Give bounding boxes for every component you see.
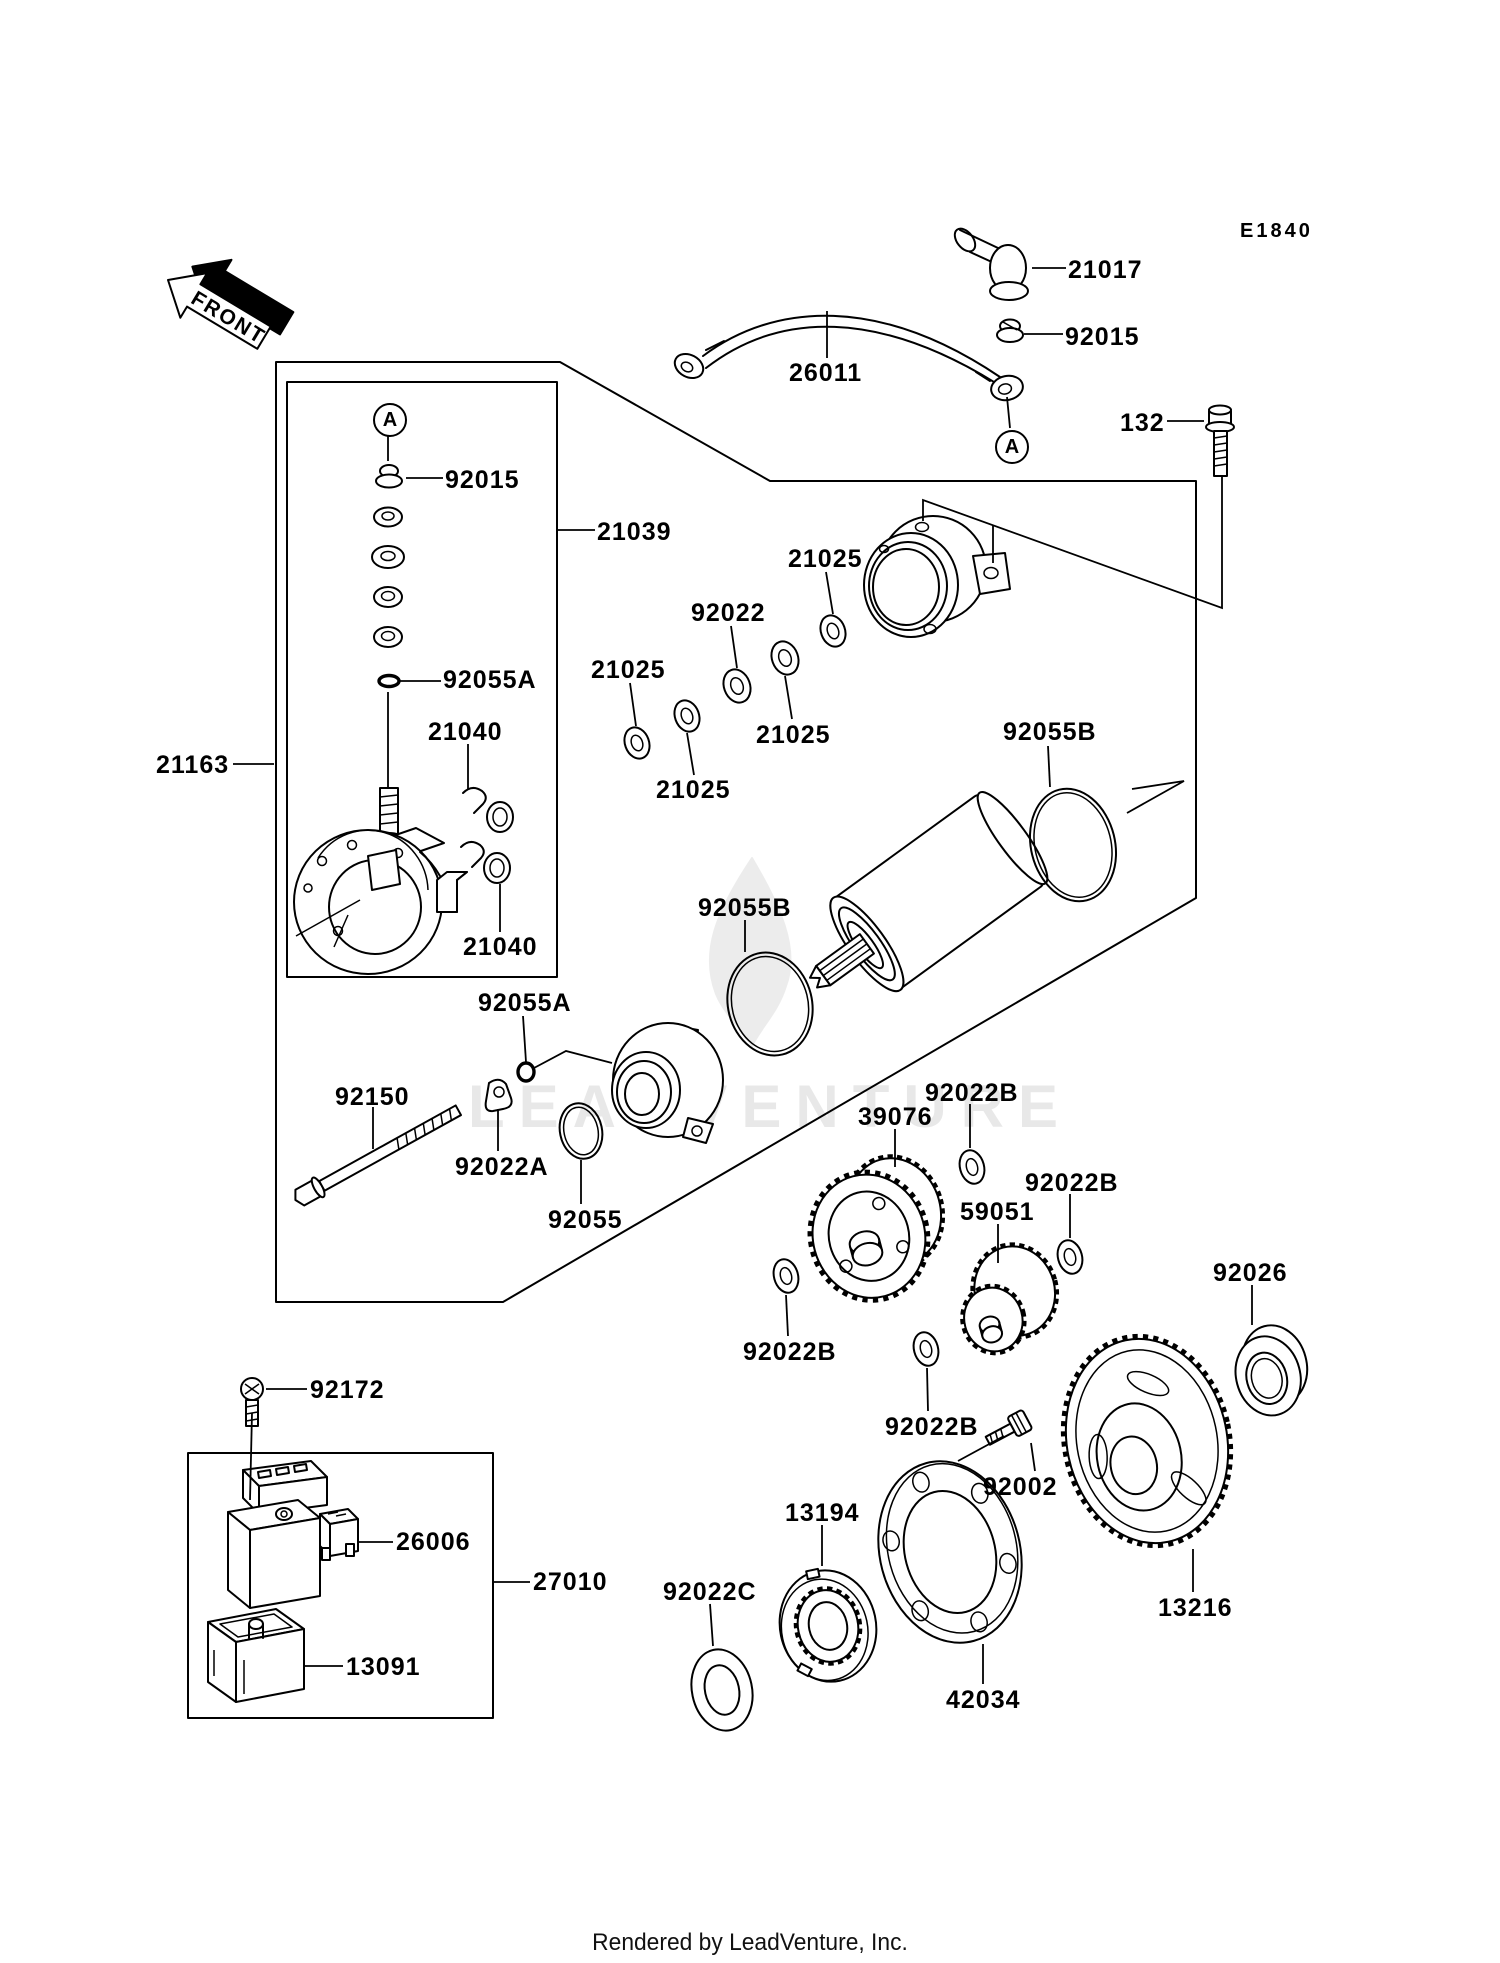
clutch-holder-plate-drawing <box>877 1460 1023 1644</box>
starter-relay-drawing <box>227 1460 328 1609</box>
cable-clamp-drawing <box>484 1078 513 1113</box>
starter-cable-drawing <box>673 314 1024 402</box>
through-bolt-drawing <box>294 1104 463 1207</box>
pinion-o-ring-drawing <box>516 1061 536 1083</box>
part-label-39076: 39076 <box>858 1103 933 1131</box>
part-label-92172: 92172 <box>310 1376 385 1404</box>
part-label-92015-stud: 92015 <box>445 466 520 494</box>
part-label-92055a-1: 92055A <box>443 666 537 694</box>
part-label-21025-1: 21025 <box>788 545 863 573</box>
end-cap-washers-drawing <box>623 614 847 760</box>
one-way-clutch-drawing <box>778 1567 878 1683</box>
part-label-92026: 92026 <box>1213 1259 1288 1287</box>
part-label-92022b-3: 92022B <box>743 1338 837 1366</box>
part-label-92022: 92022 <box>691 599 766 627</box>
clutch-gear-13216-drawing <box>1060 1333 1234 1549</box>
part-label-21040-2: 21040 <box>463 933 538 961</box>
bolt-92002-drawing <box>984 1409 1033 1446</box>
detail-marker-a-cable: A <box>995 430 1029 464</box>
idle-gear-59051-drawing <box>960 1242 1060 1356</box>
part-label-21025-3: 21025 <box>756 721 831 749</box>
front-arrow: FRONT <box>167 258 295 350</box>
part-label-132: 132 <box>1120 409 1165 437</box>
part-label-59051: 59051 <box>960 1198 1035 1226</box>
part-label-92022a: 92022A <box>455 1153 549 1181</box>
part-label-92150: 92150 <box>335 1083 410 1111</box>
part-label-26006: 26006 <box>396 1528 471 1556</box>
part-label-92055: 92055 <box>548 1206 623 1234</box>
terminal-nut-drawing <box>996 318 1024 343</box>
housing-o-ring-drawing <box>558 1102 604 1160</box>
pinion-housing-drawing <box>611 1022 724 1144</box>
relay-kit-box <box>187 1452 494 1719</box>
part-label-27010: 27010 <box>533 1568 608 1596</box>
part-label-92022b-1: 92022B <box>925 1079 1019 1107</box>
part-label-21163: 21163 <box>156 751 230 779</box>
collar-92026-drawing <box>1234 1324 1309 1417</box>
thrust-washers-92022b-drawing <box>772 1149 1084 1367</box>
carbon-brush-bottom-drawing <box>460 841 511 884</box>
relay-holder-drawing <box>207 1608 305 1703</box>
part-label-21025-4: 21025 <box>656 776 731 804</box>
terminal-stud-stack-drawing <box>357 434 445 864</box>
part-label-92015-terminal: 92015 <box>1065 323 1140 351</box>
mount-bolt-132-drawing <box>1205 404 1235 477</box>
idle-gear-39076-drawing <box>807 1154 946 1303</box>
terminal-brush-subassembly-box <box>286 381 558 978</box>
part-label-92022c: 92022C <box>663 1578 757 1606</box>
footer-credit: Rendered by LeadVenture, Inc. <box>592 1929 908 1956</box>
leader-lines <box>233 267 1253 1684</box>
leadventure-watermark-text: LEADVENTURE <box>468 1073 1073 1140</box>
part-label-21025-2: 21025 <box>591 656 666 684</box>
part-label-92022b-4: 92022B <box>885 1413 979 1441</box>
part-label-92002: 92002 <box>983 1473 1058 1501</box>
part-label-92022b-2: 92022B <box>1025 1169 1119 1197</box>
armature-motor-drawing <box>808 790 1049 993</box>
starter-motor-assembly-box <box>275 361 1197 1303</box>
end-cap-housing-drawing <box>863 515 1011 638</box>
washer-92022c-drawing <box>690 1648 754 1732</box>
terminal-cap-drawing <box>953 227 1029 301</box>
yoke-o-ring-left-drawing <box>726 951 814 1057</box>
yoke-o-ring-right-drawing <box>1028 787 1118 903</box>
part-label-26011: 26011 <box>789 359 863 387</box>
part-label-42034: 42034 <box>946 1686 1021 1714</box>
part-label-13194: 13194 <box>785 1499 860 1527</box>
part-label-21017: 21017 <box>1068 256 1143 284</box>
screw-92172-drawing <box>240 1377 264 1427</box>
reference-dart-arrow <box>1126 780 1185 814</box>
part-label-13091: 13091 <box>346 1653 421 1681</box>
part-label-92055b-1: 92055B <box>1003 718 1097 746</box>
fuse-drawing <box>319 1508 359 1561</box>
part-label-92055b-2: 92055B <box>698 894 792 922</box>
brush-plate-drawing <box>293 829 468 975</box>
part-label-21040-1: 21040 <box>428 718 503 746</box>
small-o-ring-92055a-drawing <box>377 673 401 689</box>
detail-marker-a-stud: A <box>373 403 407 437</box>
part-label-92055a-2: 92055A <box>478 989 572 1017</box>
leadventure-flame-watermark-icon <box>708 857 793 1047</box>
carbon-brush-top-drawing <box>462 787 514 833</box>
part-label-13216: 13216 <box>1158 1594 1233 1622</box>
diagram-code: E1840 <box>1240 220 1313 242</box>
part-label-21039: 21039 <box>597 518 672 546</box>
